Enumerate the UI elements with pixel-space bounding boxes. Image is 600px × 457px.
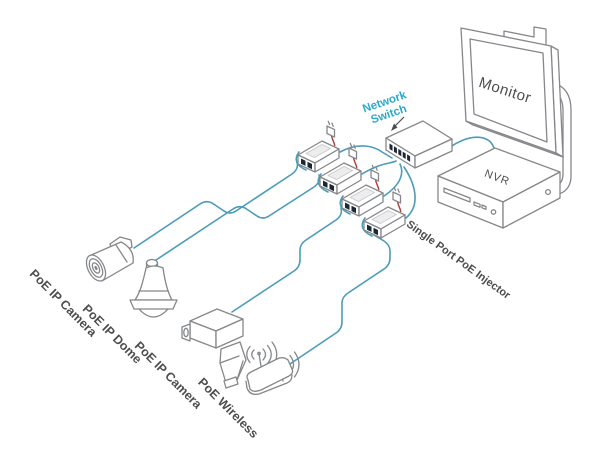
bullet-camera-graphic <box>85 236 134 282</box>
dome-camera-bubble <box>138 308 169 318</box>
dome-camera-rim <box>129 299 178 310</box>
dome-camera-graphic <box>129 258 178 318</box>
dome-camera-housing <box>134 265 173 301</box>
switch-ports <box>389 143 411 162</box>
nvr-button <box>490 209 497 215</box>
monitor-screen <box>469 38 548 143</box>
network-switch-graphic <box>385 120 453 169</box>
box-camera-graphic <box>181 308 247 389</box>
switch-label-arrow <box>391 116 405 131</box>
nvr-power-button <box>544 188 552 196</box>
nvr-graphic <box>437 147 561 229</box>
router-body <box>246 357 294 392</box>
wireless-router-graphic <box>245 341 300 396</box>
box-camera-lens <box>181 323 191 342</box>
poe-injector-1 <box>297 120 340 173</box>
nvr-drive-slot <box>443 187 471 203</box>
monitor-graphic <box>460 26 564 158</box>
monitor-mount-bracket <box>503 26 547 45</box>
